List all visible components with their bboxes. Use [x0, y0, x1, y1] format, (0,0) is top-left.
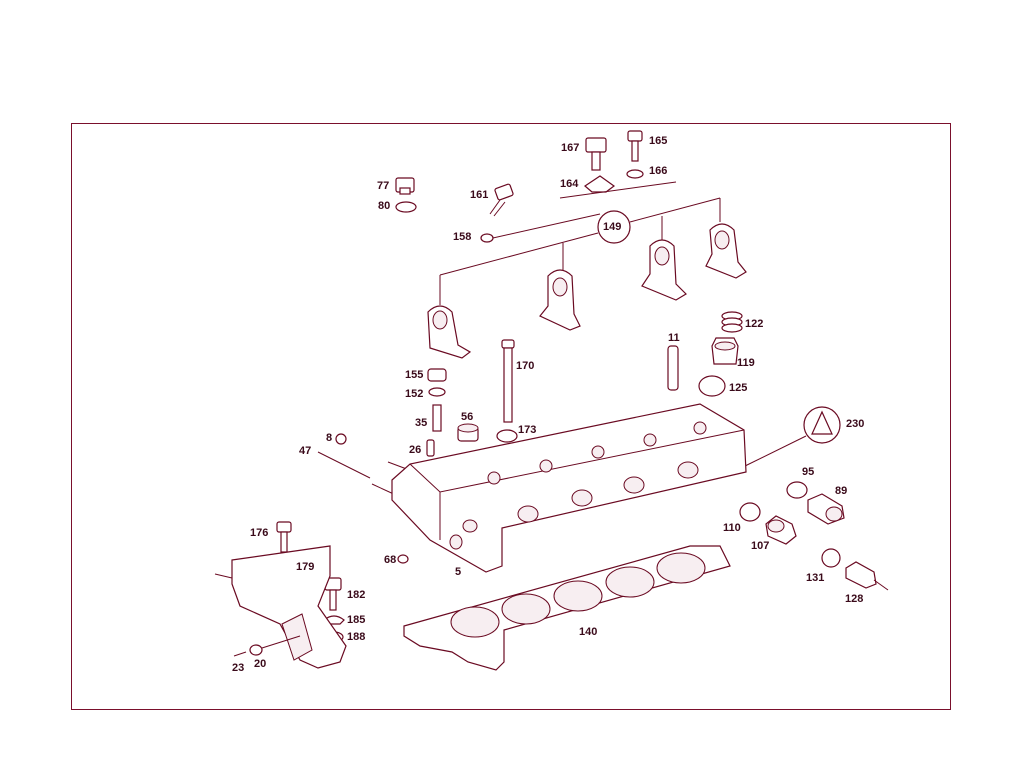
- part-80-washer: [395, 201, 417, 213]
- label-20: 20: [254, 658, 267, 670]
- label-182: 182: [347, 589, 366, 601]
- label-122: 122: [745, 318, 764, 330]
- part-164-clip: [584, 175, 616, 193]
- label-8: 8: [326, 432, 333, 444]
- part-166-washer: [626, 169, 644, 179]
- label-176: 176: [250, 527, 269, 539]
- label-68: 68: [384, 554, 397, 566]
- label-26: 26: [409, 444, 422, 456]
- label-5: 5: [455, 566, 462, 578]
- part-164-rod: [559, 181, 677, 199]
- label-47: 47: [299, 445, 312, 457]
- part-110-ring: [739, 502, 761, 522]
- part-77-nut: [395, 177, 415, 195]
- label-119: 119: [737, 357, 755, 369]
- part-158-rod: [480, 213, 601, 243]
- label-161: 161: [470, 189, 489, 201]
- label-152: 152: [405, 388, 424, 400]
- part-89-plug: [807, 493, 845, 525]
- label-131: 131: [806, 572, 825, 584]
- label-173: 173: [518, 424, 537, 436]
- part-20-plug: [249, 644, 263, 656]
- leader-230: [744, 435, 807, 467]
- label-230: 230: [846, 418, 865, 430]
- part-5-cylinder-head: [391, 403, 747, 573]
- part-26-pin: [426, 439, 435, 457]
- part-122-spring: [721, 311, 743, 333]
- label-170: 170: [516, 360, 535, 372]
- label-80: 80: [378, 200, 391, 212]
- label-77: 77: [377, 180, 390, 192]
- leader-149-right: [629, 197, 721, 223]
- label-110: 110: [723, 522, 741, 534]
- label-35: 35: [415, 417, 428, 429]
- part-176-bolt: [276, 521, 292, 553]
- label-185: 185: [347, 614, 366, 626]
- label-155: 155: [405, 369, 424, 381]
- label-158: 158: [453, 231, 472, 243]
- part-95-ring: [786, 481, 808, 499]
- part-131-ring: [821, 548, 841, 568]
- part-165-bolt: [627, 130, 643, 162]
- part-173-washer: [496, 429, 518, 443]
- label-89: 89: [835, 485, 848, 497]
- part-125-ring: [698, 375, 726, 397]
- label-149: 149: [603, 221, 622, 233]
- manifold-part: [214, 545, 347, 669]
- part-56-sleeve: [457, 423, 479, 442]
- part-35-stud: [432, 404, 442, 432]
- part-155-nut: [427, 368, 447, 382]
- part-140-gasket: [403, 545, 731, 671]
- part-8-ball: [335, 433, 347, 445]
- label-167: 167: [561, 142, 580, 154]
- part-11-pin: [667, 345, 679, 391]
- part-182-bolt: [324, 577, 342, 611]
- label-128: 128: [845, 593, 864, 605]
- part-149-callout: [597, 210, 631, 244]
- label-56: 56: [461, 411, 474, 423]
- leader-20: [261, 635, 301, 649]
- part-167-bolt: [585, 137, 607, 171]
- label-107: 107: [751, 540, 770, 552]
- rocker-bracket-4: [705, 223, 747, 279]
- label-188: 188: [347, 631, 366, 643]
- rocker-bracket-1: [427, 305, 472, 359]
- rocker-bracket-2: [539, 269, 581, 331]
- leader-149-left: [439, 232, 599, 276]
- label-95: 95: [802, 466, 815, 478]
- part-68-plug: [397, 554, 409, 564]
- part-23-pin: [233, 651, 247, 657]
- label-164: 164: [560, 178, 579, 190]
- label-23: 23: [232, 662, 245, 674]
- label-11: 11: [668, 332, 680, 344]
- label-165: 165: [649, 135, 668, 147]
- part-152-washer: [428, 387, 446, 397]
- part-230-triangle: [811, 410, 833, 435]
- rocker-bracket-3: [641, 239, 687, 301]
- part-170-stud: [501, 339, 515, 423]
- label-140: 140: [579, 626, 598, 638]
- diagram-frame: [71, 123, 951, 710]
- part-161-bolt: [489, 183, 514, 217]
- label-125: 125: [729, 382, 748, 394]
- part-119-cap: [711, 337, 739, 365]
- label-166: 166: [649, 165, 668, 177]
- part-107-plug: [765, 515, 797, 545]
- label-179: 179: [296, 561, 315, 573]
- part-128-sensor: [845, 561, 889, 591]
